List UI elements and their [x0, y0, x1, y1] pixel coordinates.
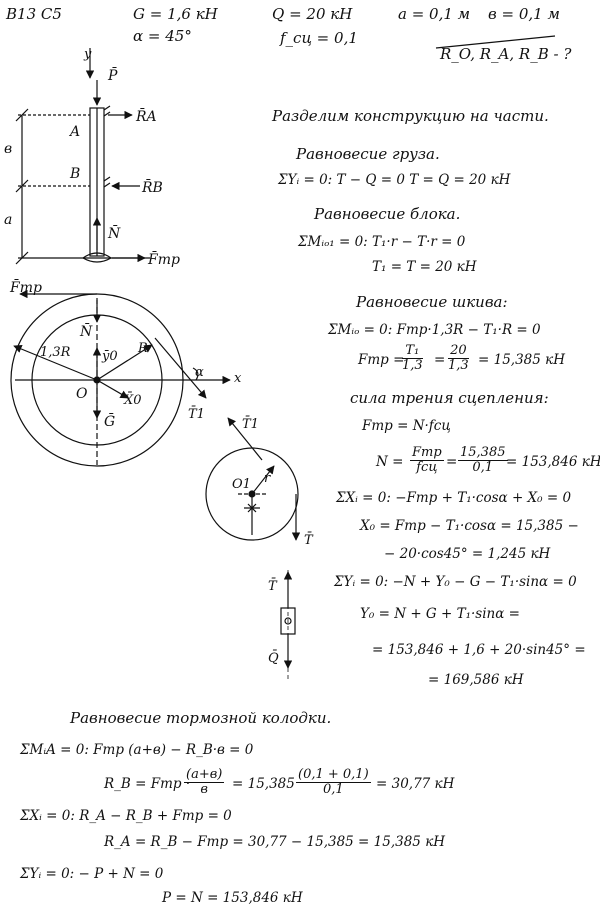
text-line-19: = 169,586 кН — [428, 672, 524, 688]
fig2-r: R — [137, 341, 148, 356]
text-line-2: Равновесие груза. — [296, 145, 440, 163]
frac-vals: (0,1 + 0,1)0,1 — [296, 768, 371, 797]
fig2-y0: ȳ0 — [101, 349, 118, 364]
fig2-n: N̄ — [79, 322, 93, 340]
fig1-rb: R̄B — [141, 178, 163, 196]
unknowns-underline — [435, 35, 556, 49]
text-line-21: ΣMᵢA = 0: Fтр (a+в) − R_B·в = 0 — [20, 742, 254, 758]
frac-den: 1,3 — [402, 358, 423, 373]
alpha-arc — [192, 367, 199, 381]
eq-n-eq: = — [446, 454, 458, 470]
text-line-15: − 20·cos45° = 1,245 кН — [384, 546, 551, 562]
fig1-n: N̄ — [107, 224, 121, 242]
frac-num: 15,385 — [458, 445, 508, 461]
text-line-6: T₁ = T = 20 кН — [372, 259, 477, 275]
text-line-4: Равновесие блока. — [314, 205, 461, 223]
frac-den: в — [200, 782, 208, 797]
x0-arrow — [96, 379, 129, 399]
text-line-26: P = N = 153,846 кН — [162, 890, 303, 906]
fig1-b: B — [69, 166, 80, 182]
fig1-a: A — [68, 124, 80, 140]
given-q: Q = 20 кН — [272, 5, 353, 23]
text-line-10: сила трения сцепления: — [350, 389, 549, 407]
fig2-13r: 1,3R — [40, 345, 71, 360]
radius-r-small — [251, 465, 275, 495]
fig3-t: T̄ — [304, 532, 314, 548]
eq-ftr-left: Fтр = — [358, 352, 405, 368]
given-alpha: α = 45° — [133, 27, 192, 45]
fig3-r: r — [264, 471, 271, 486]
text-line-5: ΣMᵢₒ₁ = 0: T₁·r − T·r = 0 — [298, 234, 466, 250]
radius-r — [96, 344, 153, 381]
fig1-ftr: F̄тр — [147, 250, 180, 268]
fig4-t: T̄ — [268, 578, 278, 594]
fig4-q: Q̄ — [268, 650, 279, 666]
given-fsc: f_сц = 0,1 — [280, 29, 358, 47]
frac-den: fсц — [416, 460, 438, 475]
text-line-13: ΣXᵢ = 0: −Fтр + T₁·cosα + X₀ = 0 — [336, 490, 572, 506]
frac-den: 0,1 — [472, 460, 494, 475]
frac-num: Fтр — [410, 445, 444, 461]
text-line-25: ΣYᵢ = 0: − P + N = 0 — [20, 866, 164, 882]
eq-ftr-eq: = — [434, 352, 446, 368]
text-line-24: R_A = R_B − Fтр = 30,77 − 15,385 = 15,38… — [104, 834, 446, 850]
t1-arrow-3 — [227, 417, 263, 461]
unknowns: R_O, R_A, R_B - ? — [440, 45, 572, 63]
given-a: a = 0,1 м — [398, 5, 471, 23]
variant-label: B13 C5 — [6, 5, 62, 23]
frac-num: T₁ — [402, 344, 423, 359]
text-line-18: = 153,846 + 1,6 + 20·sin45° = — [372, 642, 586, 658]
fig1-dim-b: в — [4, 141, 12, 157]
text-line-14: X₀ = Fтр − T₁·cosα = 15,385 − — [360, 518, 579, 534]
eq-n-left: N = — [376, 454, 404, 470]
radius-13r — [13, 344, 98, 381]
fig2-alpha: α — [195, 365, 204, 380]
given-b: в = 0,1 м — [488, 5, 560, 23]
text-line-7: Равновесие шкива: — [356, 293, 508, 311]
fig2-x: x — [234, 371, 242, 386]
frac-num: (0,1 + 0,1) — [296, 767, 371, 783]
fig1-dim-a: a — [4, 212, 12, 228]
eq-ftr-result: = 15,385 кН — [478, 352, 565, 368]
fig3-t1: T̄1 — [242, 416, 259, 432]
text-line-8: ΣMᵢₒ = 0: Fтр·1,3R − T₁·R = 0 — [328, 322, 541, 338]
frac-den: 0,1 — [322, 782, 344, 797]
text-line-11: Fтр = N·fсц — [362, 418, 451, 434]
text-line-3: ΣYᵢ = 0: T − Q = 0 T = Q = 20 кН — [278, 172, 511, 188]
eq-rb-mid: = 15,385 — [232, 776, 295, 792]
eq-n-result: = 153,846 кН — [506, 454, 600, 470]
eq-rb-result: = 30,77 кН — [376, 776, 455, 792]
t1-arrow-2 — [154, 337, 207, 399]
fig2-o: O — [76, 386, 88, 402]
frac-num: (a+в) — [184, 767, 225, 783]
frac-den: 1,3 — [448, 358, 469, 373]
fig3-o1: O1 — [232, 477, 251, 492]
fig2-ftr: F̄тр — [9, 278, 42, 296]
eq-rb-left: R_B = Fтр · — [104, 776, 191, 792]
fig2-g: Ḡ — [104, 412, 115, 430]
fig1-p: P̄ — [107, 66, 118, 84]
fig2-x0: X̄0 — [123, 392, 142, 408]
text-line-17: Y₀ = N + G + T₁·sinα = — [360, 606, 520, 622]
fig2-t1: T̄1 — [188, 406, 205, 422]
frac-ab-b: (a+в)в — [184, 767, 225, 797]
text-line-20: Равновесие тормозной колодки. — [70, 709, 332, 727]
frac-num: 20 — [448, 344, 469, 359]
fig1-ra: R̄A — [135, 107, 157, 125]
given-g: G = 1,6 кН — [133, 5, 218, 23]
fig1-y: y — [83, 47, 92, 62]
text-line-1: Разделим конструкцию на части. — [272, 107, 549, 125]
text-line-23: ΣXᵢ = 0: R_A − R_B + Fтр = 0 — [20, 808, 232, 824]
text-line-16: ΣYᵢ = 0: −N + Y₀ − G − T₁·sinα = 0 — [334, 574, 577, 590]
